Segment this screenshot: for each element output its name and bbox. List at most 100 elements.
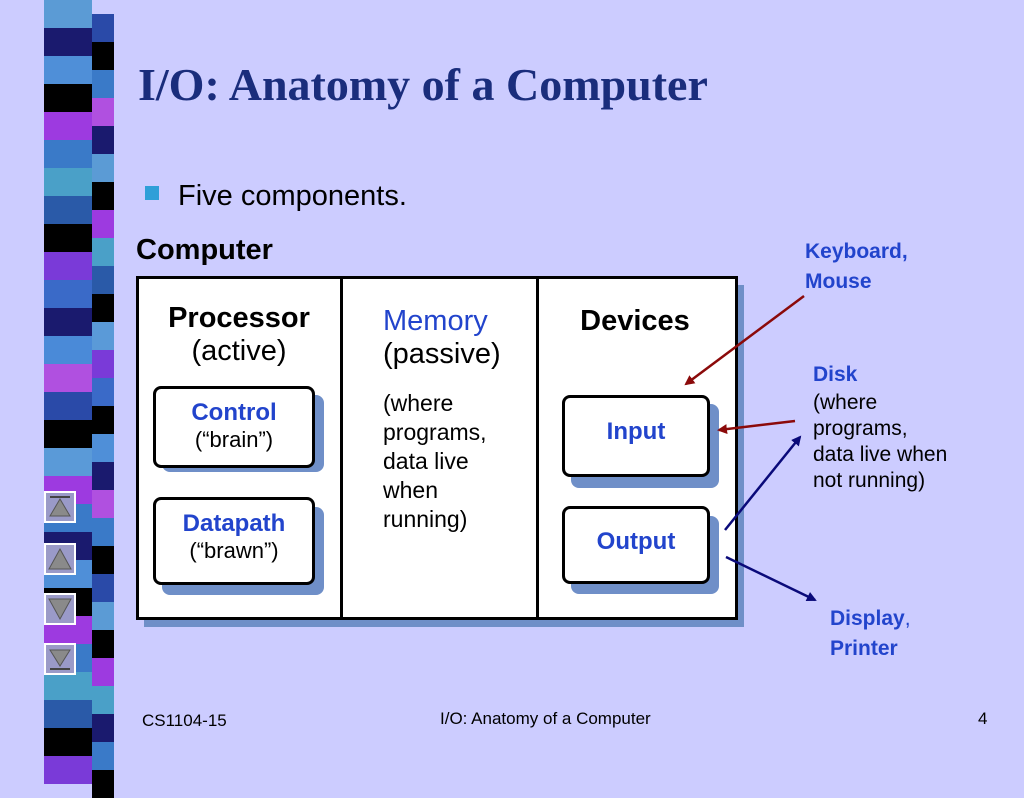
down-triangle-icon[interactable] [44, 593, 76, 625]
disk-note-line: (where [813, 391, 878, 414]
stripe-segment [92, 546, 114, 574]
disk-label: Disk (where programs, data live when not… [813, 360, 947, 494]
stripe-segment [92, 322, 114, 350]
printer-text: Printer [830, 637, 898, 660]
stripe-segment [44, 84, 92, 112]
stripe-segment [44, 0, 92, 28]
memory-title: Memory [383, 305, 488, 337]
stripe-segment [44, 420, 92, 448]
footer-center: I/O: Anatomy of a Computer [440, 709, 651, 728]
output-name: Output [596, 528, 676, 555]
arrows-layer [684, 294, 817, 602]
slide-title: I/O: Anatomy of a Computer [138, 59, 708, 110]
memory-column: Memory (passive) (where programs, data l… [383, 305, 501, 534]
control-desc: (“brain”) [194, 427, 274, 452]
home-triangle-icon[interactable] [44, 491, 76, 523]
stripe-segment [44, 252, 92, 280]
stripe-segment [44, 364, 92, 392]
stripe-segment [44, 224, 92, 252]
stripe-segment [92, 686, 114, 714]
disk-title: Disk [813, 363, 858, 386]
arrow-output-to-display [725, 555, 817, 602]
divider-processor-memory [340, 276, 343, 620]
stripe-segment [92, 154, 114, 182]
side-stripe-decoration [0, 0, 120, 798]
stripe-segment [44, 280, 92, 308]
stripe-segment [92, 574, 114, 602]
keyboard-line: Keyboard, [805, 240, 908, 263]
stripe-segment [92, 602, 114, 630]
arrow-keyboard-to-input [684, 294, 805, 386]
divider-memory-devices [536, 276, 539, 620]
footer-left: CS1104-15 [142, 711, 227, 730]
disk-note-line: data live when [813, 443, 948, 466]
arrow-output-to-disk [724, 435, 802, 531]
control-name: Control [191, 399, 277, 426]
stripe-segment [44, 28, 92, 56]
stripe-segment [92, 462, 114, 490]
stripe-segment [92, 742, 114, 770]
stripe-segment [92, 518, 114, 546]
stripe-segment [92, 714, 114, 742]
memory-note-line: when [383, 477, 438, 503]
processor-title: Processor [168, 302, 310, 334]
stripe-segment [44, 168, 92, 196]
stripe-segment [92, 406, 114, 434]
arrow-disk-to-input [717, 419, 796, 435]
display-text: Display [830, 607, 905, 630]
display-comma: , [904, 607, 911, 630]
datapath-name: Datapath [182, 510, 286, 537]
memory-subtitle: (passive) [383, 338, 501, 370]
input-unit: Input [562, 395, 710, 477]
stripe-segment [92, 98, 114, 126]
stripe-segment [44, 336, 92, 364]
stripe-segment [44, 140, 92, 168]
stripe-segment [92, 266, 114, 294]
stripe-segment [92, 434, 114, 462]
memory-note: (where programs, data live when running) [383, 389, 501, 534]
stripe-segment [92, 42, 114, 70]
end-triangle-icon[interactable] [44, 643, 76, 675]
bullet-square-icon [145, 186, 159, 200]
stripe-segment [92, 182, 114, 210]
devices-title: Devices [580, 305, 690, 337]
stripe-segment [92, 210, 114, 238]
stripe-segment [92, 126, 114, 154]
memory-note-line: programs, [383, 419, 487, 445]
processor-column: Processor (active) [143, 302, 335, 368]
display-label: Display, Printer [830, 604, 911, 664]
stripe-segment [44, 112, 92, 140]
bullet-text: Five components. [178, 180, 407, 212]
stripe-segment [92, 770, 114, 798]
datapath-desc: (“brawn”) [189, 538, 279, 563]
stripe-segment [92, 378, 114, 406]
stripe-segment [44, 308, 92, 336]
memory-note-line: running) [383, 506, 468, 532]
stripe-segment [92, 630, 114, 658]
stripe-segment [44, 56, 92, 84]
stripe-segment [92, 658, 114, 686]
up-triangle-icon[interactable] [44, 543, 76, 575]
keyboard-label: Keyboard, Mouse [805, 237, 908, 297]
processor-subtitle: (active) [191, 335, 287, 367]
memory-note-line: data live [383, 448, 469, 474]
stripe-segment [44, 728, 92, 756]
stripe-segment [92, 70, 114, 98]
stripe-segment [92, 238, 114, 266]
stripe-segment [92, 14, 114, 42]
stripe-segment [44, 392, 92, 420]
stripe-segment [44, 196, 92, 224]
keyboard-line: Mouse [805, 270, 872, 293]
stripe-segment [44, 700, 92, 728]
stripe-segment [44, 448, 92, 476]
memory-note-line: (where [383, 390, 454, 416]
disk-note-line: not running) [813, 469, 926, 492]
output-unit: Output [562, 506, 710, 584]
input-name: Input [606, 418, 666, 445]
page-number: 4 [978, 709, 988, 728]
stripe-segment [92, 294, 114, 322]
datapath-unit: Datapath (“brawn”) [153, 497, 315, 585]
stripe-segment [44, 672, 92, 700]
disk-note-line: programs, [813, 417, 908, 440]
control-unit: Control (“brain”) [153, 386, 315, 468]
